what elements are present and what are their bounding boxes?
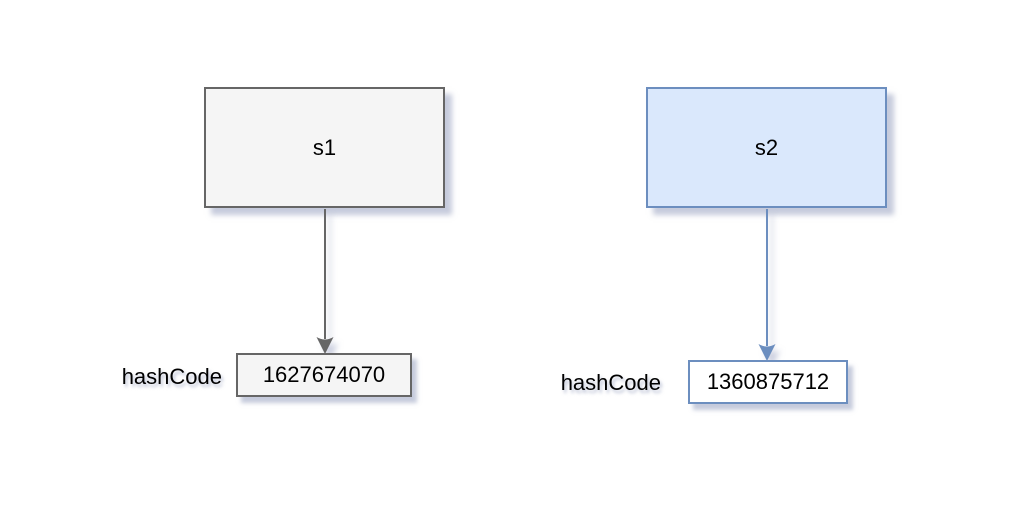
hashcode-value-s2: 1360875712 xyxy=(706,369,830,394)
node-s2-label: s2 xyxy=(754,134,779,160)
arrow-s1-head-icon xyxy=(316,337,334,354)
hashcode-value-box-s2[interactable]: 1360875712 xyxy=(688,360,848,404)
arrow-s2-to-hashcode[interactable] xyxy=(754,209,780,362)
node-s1-label: s1 xyxy=(312,134,337,160)
node-s1[interactable]: s1 xyxy=(204,87,445,208)
hashcode-value-s1: 1627674070 xyxy=(262,362,386,387)
arrow-s2-head-icon xyxy=(758,344,776,361)
hashcode-value-box-s1[interactable]: 1627674070 xyxy=(236,353,412,397)
hashcode-label-s1[interactable]: hashCode xyxy=(121,364,222,389)
hashcode-label-s2[interactable]: hashCode xyxy=(560,370,661,395)
node-s2[interactable]: s2 xyxy=(646,87,887,208)
arrow-s1-to-hashcode[interactable] xyxy=(312,209,338,355)
